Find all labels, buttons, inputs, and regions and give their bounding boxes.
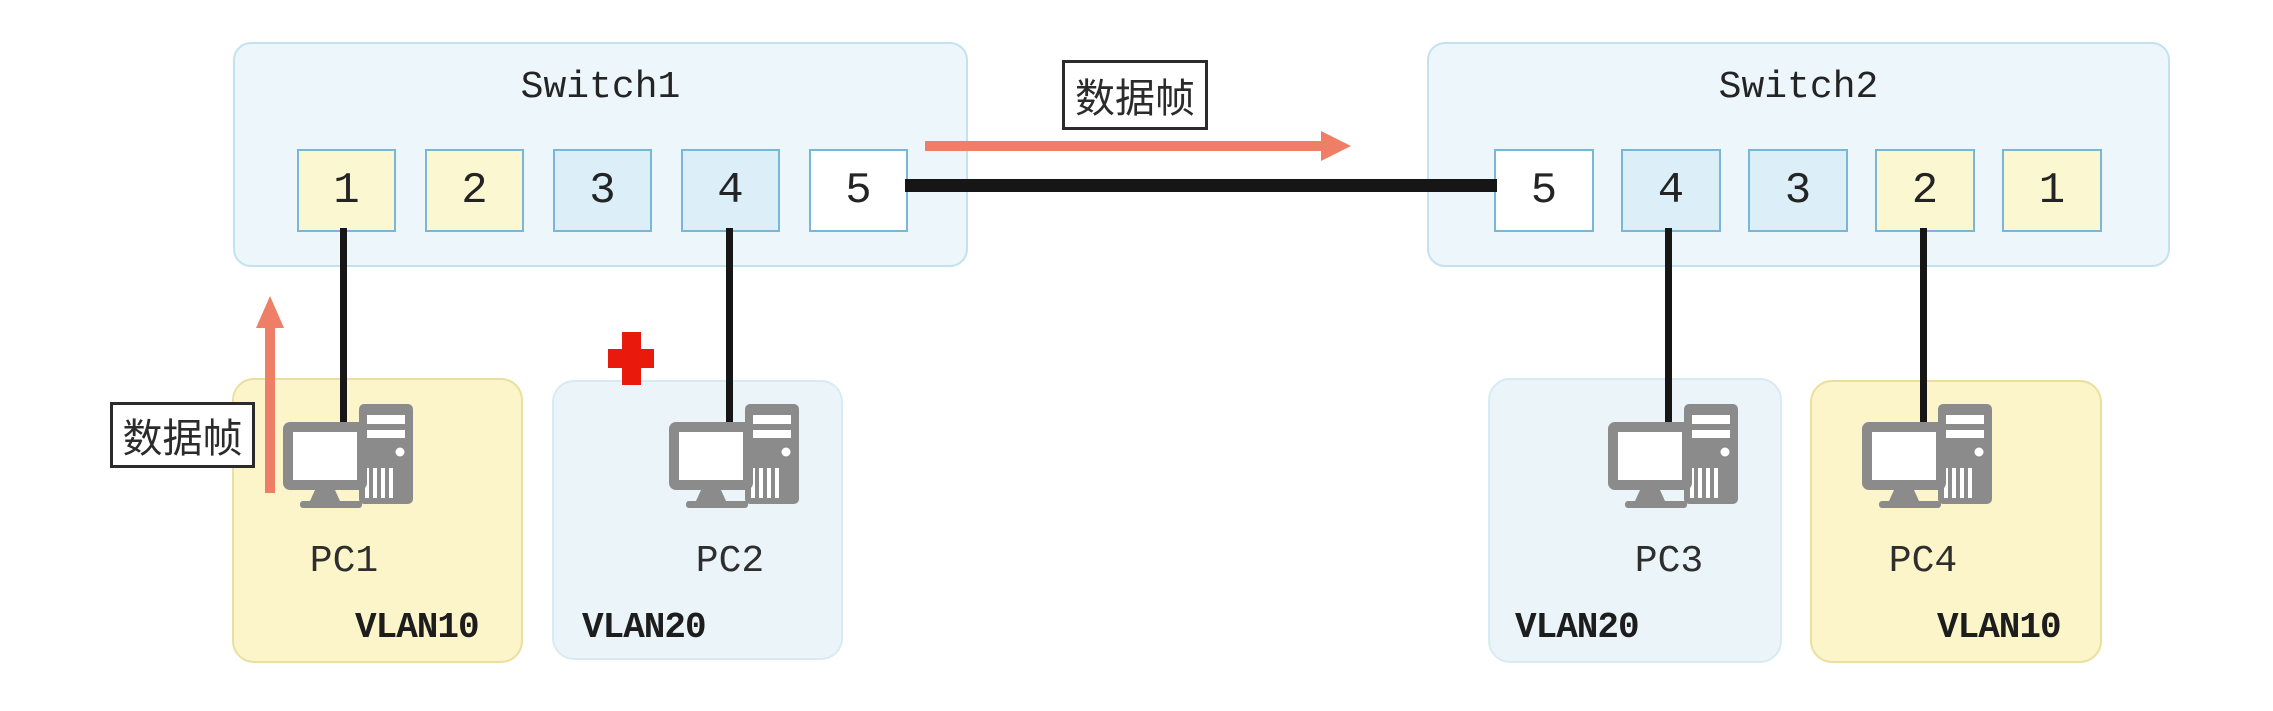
switch2-title: Switch2 (1718, 66, 1879, 109)
switch1-port-1: 1 (297, 149, 396, 232)
port-number-label: 2 (1911, 165, 1939, 216)
switch1-port-2: 2 (425, 149, 524, 232)
switch2-port-2: 2 (1875, 149, 1975, 232)
pc3-vlan-badge: VLAN20 (1515, 607, 1640, 648)
frame-arrow-right-shaft (925, 141, 1323, 151)
wire-pc3-port4 (1665, 228, 1672, 440)
port-number-label: 3 (1784, 165, 1812, 216)
switch2-port-5: 5 (1494, 149, 1594, 232)
blocked-cross-icon (608, 332, 654, 385)
pc1-computer-icon (283, 402, 419, 508)
port-number-label: 2 (461, 165, 488, 216)
pc2-name-label: PC2 (695, 540, 765, 583)
wire-pc4-port2 (1920, 228, 1927, 440)
frame-arrow-up-shaft (265, 326, 275, 493)
frame-label-left: 数据帧 (110, 402, 255, 468)
switch1-port-4: 4 (681, 149, 780, 232)
pc1-vlan-badge: VLAN10 (355, 607, 480, 648)
switch1-title: Switch1 (520, 66, 681, 109)
wire-pc2-port4 (726, 228, 733, 440)
switch2-port-4: 4 (1621, 149, 1721, 232)
pc4-vlan-badge: VLAN10 (1937, 607, 2062, 648)
port-number-label: 1 (2038, 165, 2066, 216)
port-number-label: 1 (333, 165, 360, 216)
pc1-name-label: PC1 (309, 540, 379, 583)
port-number-label: 3 (589, 165, 616, 216)
switch2-port-1: 1 (2002, 149, 2102, 232)
trunk-link-line (905, 179, 1497, 192)
port-number-label: 5 (845, 165, 872, 216)
wire-pc1-port1 (340, 228, 347, 440)
pc4-computer-icon (1862, 402, 1998, 508)
port-number-label: 5 (1530, 165, 1558, 216)
port-number-label: 4 (717, 165, 744, 216)
port-number-label: 4 (1657, 165, 1685, 216)
switch2-port-3: 3 (1748, 149, 1848, 232)
pc2-vlan-badge: VLAN20 (582, 607, 707, 648)
frame-arrow-up-head (256, 296, 284, 328)
switch1-port-3: 3 (553, 149, 652, 232)
switch1-port-5: 5 (809, 149, 908, 232)
frame-arrow-right-head (1321, 131, 1351, 161)
pc3-name-label: PC3 (1634, 540, 1704, 583)
frame-label-top: 数据帧 (1062, 60, 1208, 130)
pc3-computer-icon (1608, 402, 1744, 508)
switch1-box: Switch1 1 2 3 4 5 (233, 42, 968, 267)
switch2-box: Switch2 5 4 3 2 1 (1427, 42, 2170, 267)
pc2-computer-icon (669, 402, 805, 508)
pc4-name-label: PC4 (1888, 540, 1958, 583)
